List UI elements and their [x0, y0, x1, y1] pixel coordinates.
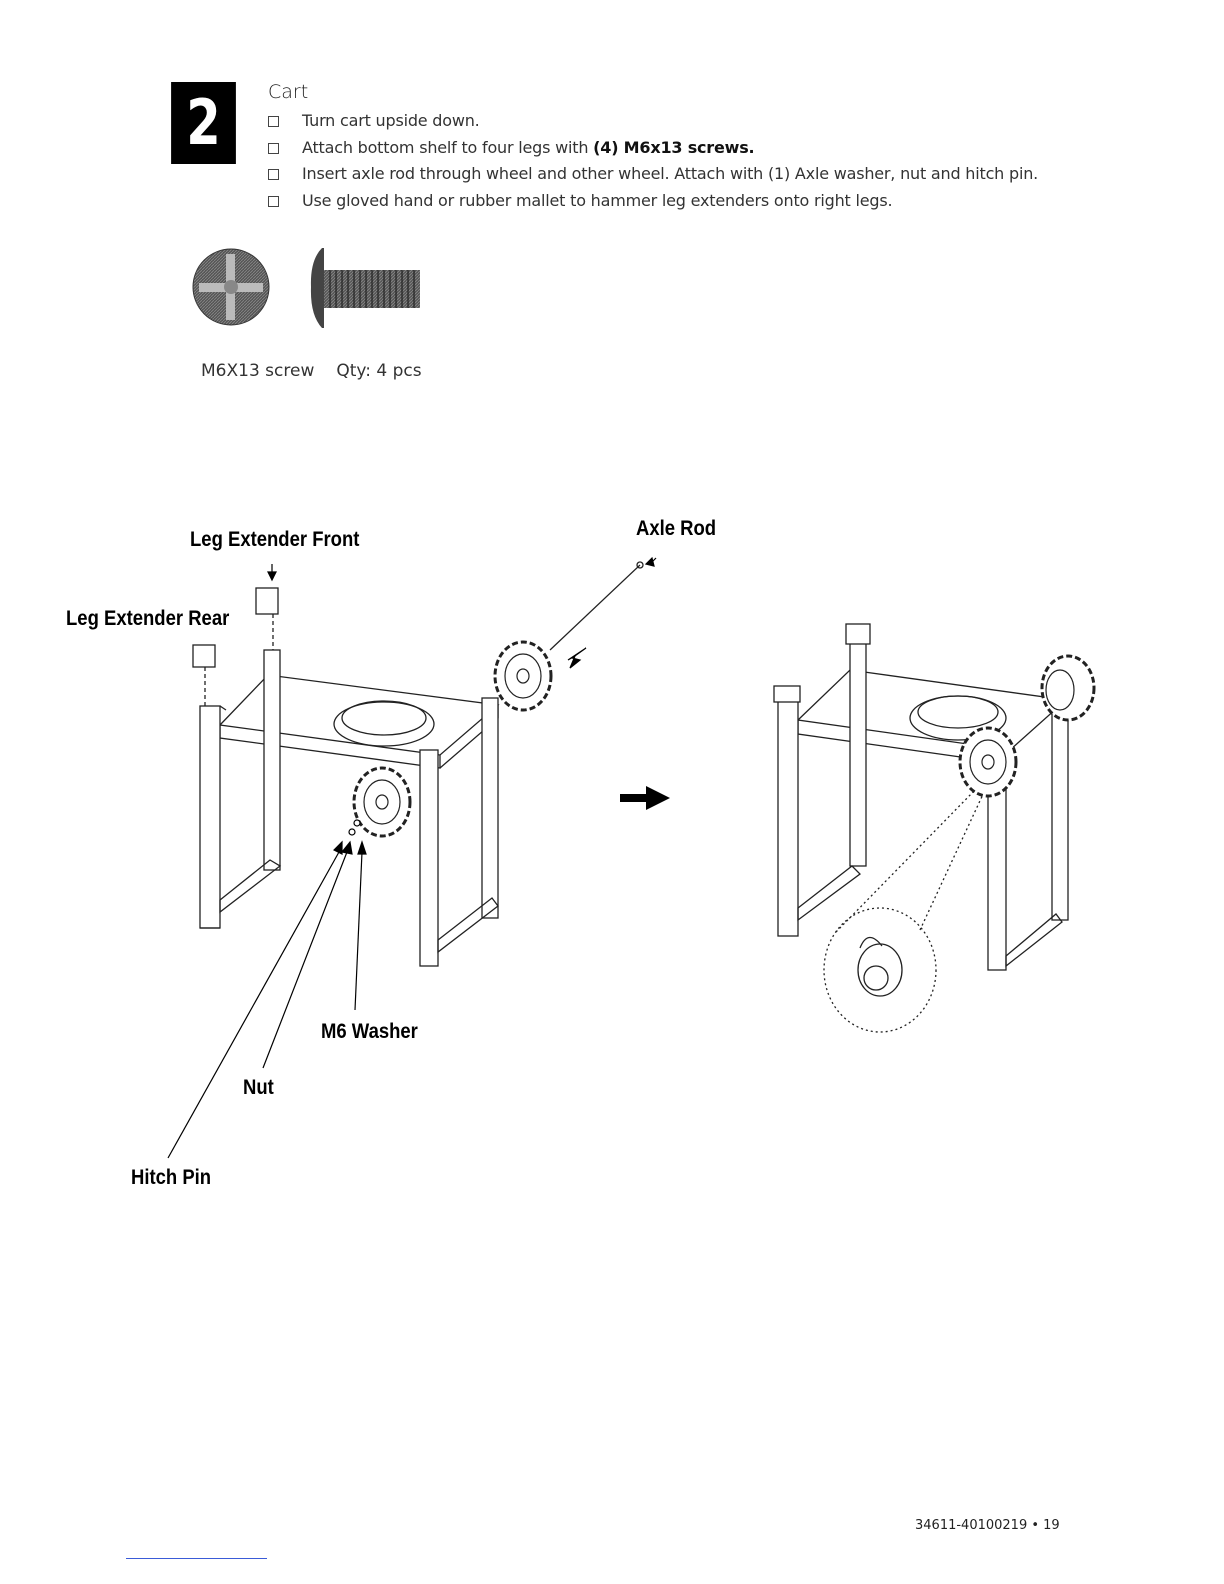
checkbox-icon[interactable]: [268, 169, 279, 180]
checkbox-icon[interactable]: [268, 116, 279, 127]
callout-axle-rod: Axle Rod: [636, 517, 717, 540]
instruction-item: Insert axle rod through wheel and other …: [268, 161, 1038, 188]
instruction-item: Use gloved hand or rubber mallet to hamm…: [268, 188, 1038, 215]
screw-head-icon: [192, 248, 270, 326]
screw-hardware-illustration: [192, 248, 420, 328]
footer-link-underline[interactable]: [126, 1558, 267, 1559]
screw-side-icon: [310, 248, 420, 328]
callout-leg-extender-rear: Leg Extender Rear: [66, 607, 230, 630]
callout-leaders: [167, 556, 657, 1159]
hardware-caption: M6X13 screw Qty: 4 pcs: [201, 361, 422, 381]
callout-m6-washer: M6 Washer: [321, 1020, 418, 1043]
checkbox-icon[interactable]: [268, 195, 279, 207]
instruction-text: Insert axle rod through wheel and other …: [302, 164, 1039, 183]
instruction-list: Turn cart upside down. Attach bottom she…: [268, 108, 1038, 214]
wheel-icon: [1040, 654, 1096, 722]
hardware-name: M6X13 screw: [201, 361, 315, 381]
callout-hitch-pin: Hitch Pin: [131, 1166, 212, 1189]
page-footer-code: 34611-40100219 • 19: [915, 1518, 1060, 1533]
next-step-arrow-icon: [620, 786, 670, 810]
cart-assembly-diagram: [167, 556, 1096, 1159]
instruction-item: Attach bottom shelf to four legs with (4…: [268, 135, 1038, 162]
instruction-text: Use gloved hand or rubber mallet to hamm…: [302, 190, 893, 210]
wheel-icon: [958, 726, 1018, 798]
wheel-icon: [493, 640, 553, 712]
wheel-icon: [352, 766, 412, 838]
step-number-badge: 2: [171, 82, 236, 164]
step-title: Cart: [268, 81, 309, 103]
callout-leg-extender-front: Leg Extender Front: [190, 528, 360, 551]
instruction-item: Turn cart upside down.: [268, 108, 1038, 135]
hardware-qty: Qty: 4 pcs: [336, 361, 422, 381]
cart-frame-exploded: [192, 561, 644, 967]
instruction-text: Attach bottom shelf to four legs with: [302, 137, 594, 157]
checkbox-icon[interactable]: [268, 142, 279, 154]
cart-frame-assembled: [773, 623, 1069, 1033]
callout-nut: Nut: [243, 1076, 274, 1099]
instruction-bold-text: (4) M6x13 screws.: [593, 137, 755, 157]
instruction-text: Turn cart upside down.: [302, 111, 480, 130]
